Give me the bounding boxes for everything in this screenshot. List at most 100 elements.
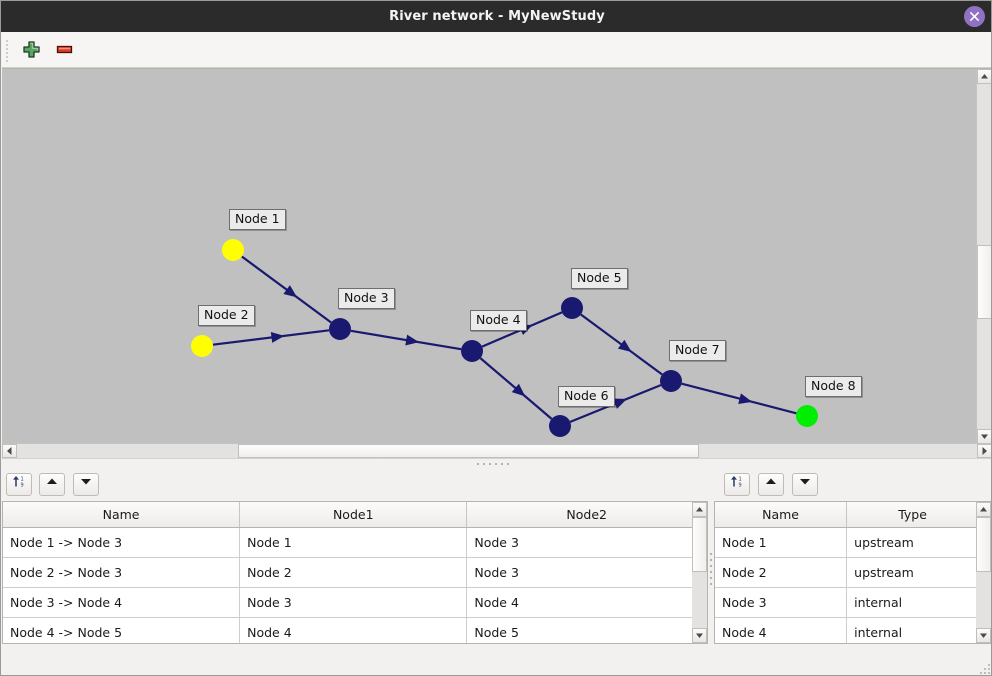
- graph-node-label[interactable]: Node 6: [558, 386, 615, 407]
- svg-text:9: 9: [21, 483, 24, 489]
- graph-node-label[interactable]: Node 1: [229, 209, 286, 230]
- resize-grip[interactable]: [978, 662, 990, 674]
- table-cell[interactable]: Node 1 -> Node 3: [3, 527, 241, 558]
- horizontal-splitter[interactable]: [2, 458, 991, 470]
- minus-icon: [56, 45, 73, 54]
- graph-scroll-down-button[interactable]: [977, 429, 991, 444]
- graph-node-label[interactable]: Node 7: [669, 340, 726, 361]
- table-cell[interactable]: Node 5: [466, 617, 707, 643]
- graph-node-label[interactable]: Node 4: [470, 310, 527, 331]
- column-header[interactable]: Node1: [239, 502, 468, 528]
- arrow-up-icon: [47, 478, 57, 484]
- graph-scroll-left-button[interactable]: [2, 444, 17, 458]
- table-cell[interactable]: Node 2: [715, 557, 848, 588]
- table-cell[interactable]: Node 4: [715, 617, 848, 643]
- chevron-up-icon: [981, 74, 988, 79]
- reaches-move-down-button[interactable]: [73, 473, 99, 496]
- table-cell[interactable]: Node 2 -> Node 3: [3, 557, 241, 588]
- graph-vscroll-thumb[interactable]: [977, 245, 991, 319]
- reaches-scroll-down-button[interactable]: [692, 628, 707, 643]
- table-cell[interactable]: upstream: [846, 557, 979, 588]
- vertical-splitter[interactable]: [708, 469, 714, 675]
- svg-text:1: 1: [21, 476, 24, 482]
- plus-icon: [23, 41, 40, 58]
- remove-node-button[interactable]: [55, 40, 77, 60]
- chevron-down-icon: [696, 633, 703, 638]
- table-cell[interactable]: Node 3: [466, 557, 707, 588]
- graph-vertical-scrollbar[interactable]: [976, 69, 991, 444]
- main-toolbar: [2, 32, 991, 68]
- table-cell[interactable]: Node 1: [239, 527, 468, 558]
- chevron-up-icon: [696, 507, 703, 512]
- chevron-left-icon: [7, 447, 12, 455]
- graph-scroll-up-button[interactable]: [977, 69, 991, 84]
- graph-node-label[interactable]: Node 3: [338, 288, 395, 309]
- column-header[interactable]: Type: [846, 502, 979, 528]
- arrow-down-icon: [800, 479, 810, 485]
- reaches-move-up-button[interactable]: [39, 473, 65, 496]
- table-cell[interactable]: internal: [846, 617, 979, 643]
- add-node-button[interactable]: [22, 40, 44, 60]
- arrow-down-icon: [81, 479, 91, 485]
- table-cell[interactable]: Node 4 -> Node 5: [3, 617, 241, 643]
- reaches-vscroll-thumb[interactable]: [692, 517, 707, 572]
- table-cell[interactable]: Node 3 -> Node 4: [3, 587, 241, 618]
- graph-node-label[interactable]: Node 2: [198, 305, 255, 326]
- chevron-right-icon: [982, 447, 987, 455]
- nodes-vscroll-thumb[interactable]: [976, 517, 991, 572]
- svg-text:9: 9: [739, 483, 742, 489]
- nodes-sort-button[interactable]: 1 9: [724, 473, 750, 496]
- graph-hscroll-thumb[interactable]: [238, 444, 699, 458]
- nodes-move-up-button[interactable]: [758, 473, 784, 496]
- column-header[interactable]: Node2: [466, 502, 707, 528]
- close-button[interactable]: [964, 6, 985, 27]
- graph-node-label[interactable]: Node 5: [571, 268, 628, 289]
- nodes-vertical-scrollbar[interactable]: [976, 501, 991, 644]
- graph-scroll-right-button[interactable]: [977, 444, 991, 458]
- table-cell[interactable]: internal: [846, 587, 979, 618]
- svg-text:1: 1: [739, 476, 742, 482]
- reaches-scroll-up-button[interactable]: [692, 502, 707, 517]
- arrow-up-icon: [766, 478, 776, 484]
- reaches-sort-button[interactable]: 1 9: [6, 473, 32, 496]
- graph-node-label[interactable]: Node 8: [805, 376, 862, 397]
- splitter-grip-vertical: [710, 552, 712, 593]
- table-cell[interactable]: Node 4: [239, 617, 468, 643]
- table-cell[interactable]: Node 2: [239, 557, 468, 588]
- column-header[interactable]: Name: [3, 502, 241, 528]
- table-cell[interactable]: Node 3: [239, 587, 468, 618]
- table-cell[interactable]: Node 4: [466, 587, 707, 618]
- network-graph-canvas[interactable]: Node 1 Node 2 Node 3 Node 4 Node 5 Node 6 Node…: [2, 69, 976, 444]
- nodes-scroll-up-button[interactable]: [976, 502, 991, 517]
- nodes-move-down-button[interactable]: [792, 473, 818, 496]
- table-cell[interactable]: upstream: [846, 527, 979, 558]
- chevron-down-icon: [981, 434, 988, 439]
- reaches-vertical-scrollbar[interactable]: [692, 501, 708, 644]
- window-title-bar: River network - MyNewStudy: [1, 1, 991, 32]
- toolbar-grip[interactable]: [5, 38, 10, 62]
- table-cell[interactable]: Node 3: [715, 587, 848, 618]
- graph-horizontal-scrollbar[interactable]: [2, 443, 991, 458]
- nodes-scroll-down-button[interactable]: [976, 628, 991, 643]
- network-graph-panel[interactable]: Node 1 Node 2 Node 3 Node 4 Node 5 Node 6 Node…: [2, 68, 991, 458]
- table-cell[interactable]: Node 1: [715, 527, 848, 558]
- sort-ascending-icon: 1 9: [731, 476, 742, 489]
- table-cell[interactable]: Node 3: [466, 527, 707, 558]
- sort-ascending-icon: 1 9: [13, 476, 24, 489]
- column-header[interactable]: Name: [715, 502, 848, 528]
